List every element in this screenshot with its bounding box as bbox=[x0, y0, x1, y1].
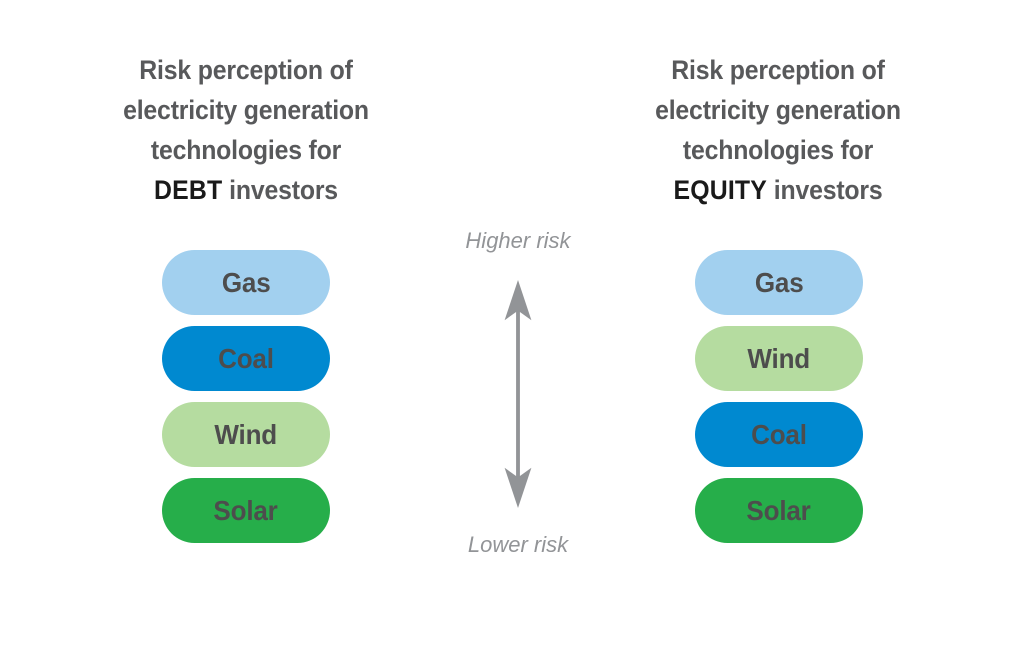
double-headed-vertical-arrow-icon bbox=[504, 280, 532, 508]
risk-stack-equity: Gas Wind Coal Solar bbox=[695, 250, 863, 543]
risk-pill-wind[interactable]: Wind bbox=[162, 402, 330, 467]
axis-label-lower-risk: Lower risk bbox=[467, 532, 569, 557]
title-line-3: technologies for bbox=[682, 135, 874, 165]
risk-pill-gas[interactable]: Gas bbox=[162, 250, 330, 315]
title-emphasis-equity: EQUITY bbox=[673, 175, 768, 205]
risk-pill-wind[interactable]: Wind bbox=[695, 326, 863, 391]
title-line-1: Risk perception of bbox=[139, 55, 353, 85]
axis-label-higher-risk: Higher risk bbox=[465, 228, 571, 253]
risk-pill-label: Wind bbox=[214, 418, 278, 450]
title-line-1: Risk perception of bbox=[671, 55, 885, 85]
title-line-4: DEBT investors bbox=[99, 170, 393, 210]
risk-pill-label: Coal bbox=[751, 418, 807, 450]
title-suffix-equity: investors bbox=[767, 175, 883, 205]
risk-pill-coal[interactable]: Coal bbox=[162, 326, 330, 391]
title-suffix-debt: investors bbox=[222, 175, 338, 205]
risk-pill-label: Solar bbox=[746, 494, 812, 526]
risk-pill-label: Gas bbox=[754, 266, 804, 298]
page-title-debt: Risk perception of electricity generatio… bbox=[99, 50, 393, 210]
risk-pill-solar[interactable]: Solar bbox=[162, 478, 330, 543]
title-line-2: electricity generation bbox=[655, 95, 901, 125]
title-emphasis-debt: DEBT bbox=[154, 175, 223, 205]
risk-pill-label: Wind bbox=[747, 342, 811, 374]
risk-pill-label: Coal bbox=[218, 342, 274, 374]
risk-pill-solar[interactable]: Solar bbox=[695, 478, 863, 543]
risk-pill-coal[interactable]: Coal bbox=[695, 402, 863, 467]
title-line-3: technologies for bbox=[150, 135, 342, 165]
risk-axis: Higher risk Lower risk bbox=[432, 228, 604, 558]
risk-pill-label: Solar bbox=[213, 494, 279, 526]
title-line-2: electricity generation bbox=[123, 95, 369, 125]
title-line-4: EQUITY investors bbox=[631, 170, 925, 210]
risk-pill-label: Gas bbox=[221, 266, 271, 298]
page-title-equity: Risk perception of electricity generatio… bbox=[631, 50, 925, 210]
risk-stack-debt: Gas Coal Wind Solar bbox=[162, 250, 330, 543]
risk-pill-gas[interactable]: Gas bbox=[695, 250, 863, 315]
